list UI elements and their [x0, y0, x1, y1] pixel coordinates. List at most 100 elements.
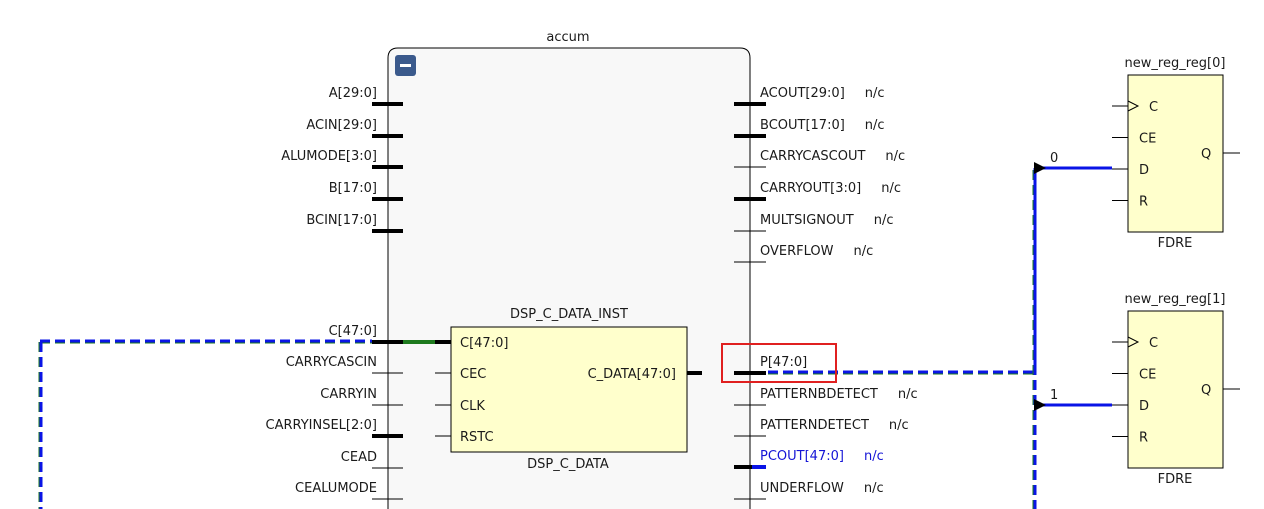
register-pin-d[interactable]: D [1112, 399, 1149, 414]
dsp-input-c-47-0[interactable]: C[47:0] [435, 336, 508, 351]
accum-output-pcout-47-0[interactable]: PCOUT[47:0] n/c [734, 449, 884, 469]
dsp-type-name: DSP_C_DATA [527, 457, 609, 472]
accum-input-c-47-0[interactable]: C[47:0] [329, 324, 403, 344]
register-pin-r[interactable]: R [1112, 431, 1148, 446]
accum-input-cealumode[interactable]: CEALUMODE [295, 481, 403, 500]
no-connect-label: n/c [889, 418, 909, 433]
pin-label: ALUMODE[3:0] [281, 149, 377, 164]
accum-input-b-17-0[interactable]: B[17:0] [329, 181, 403, 201]
accum-input-bcin-17-0[interactable]: BCIN[17:0] [306, 213, 403, 233]
no-connect-label: n/c [854, 244, 874, 259]
pin-label: UNDERFLOW [760, 481, 844, 496]
bus-ripper-0-icon [1034, 162, 1046, 174]
pin-label: C [1149, 100, 1158, 115]
no-connect-label: n/c [864, 449, 884, 464]
accum-input-carryin[interactable]: CARRYIN [320, 387, 403, 406]
register-0[interactable]: new_reg_reg[0] FDRE C CE D R Q [1112, 56, 1240, 251]
pin-label: CEAD [341, 450, 377, 465]
register-body[interactable] [1127, 310, 1224, 469]
pin-label: CE [1139, 132, 1156, 147]
accum-output-carryout-3-0[interactable]: CARRYOUT[3:0] n/c [734, 181, 901, 201]
pin-label: R [1139, 195, 1148, 210]
pin-label: ACOUT[29:0] [760, 86, 845, 101]
dsp-c-data-block[interactable]: DSP_C_DATA_INST DSP_C_DATA C[47:0] CEC CLK… [435, 307, 702, 472]
pin-label: B[17:0] [329, 181, 377, 196]
pin-label: OVERFLOW [760, 244, 834, 259]
pin-label: CEC [460, 367, 486, 382]
pin-label: PCOUT[47:0] [760, 449, 844, 464]
pin-label: CARRYCASCIN [286, 355, 377, 370]
accum-output-pins: ACOUT[29:0]n/cBCOUT[17:0]n/cCARRYCASCOUT… [734, 86, 918, 500]
register-pin-c[interactable]: C [1112, 336, 1158, 351]
pin-label: CE [1139, 368, 1156, 383]
selection-highlight-box [721, 343, 837, 383]
register-pin-d[interactable]: D [1112, 163, 1149, 178]
net-c[interactable] [38, 339, 435, 509]
accum-input-acin-29-0[interactable]: ACIN[29:0] [306, 118, 403, 138]
pin-label: PATTERNDETECT [760, 418, 869, 433]
accum-output-p-47-0[interactable]: P[47:0] [734, 355, 807, 375]
pin-label: RSTC [460, 430, 494, 445]
register-type-name: FDRE [1158, 236, 1193, 251]
accum-output-acout-29-0[interactable]: ACOUT[29:0]n/c [734, 86, 885, 106]
pin-label: Q [1201, 147, 1211, 162]
dsp-input-cec[interactable]: CEC [435, 367, 486, 382]
register-pin-q[interactable]: Q [1201, 383, 1240, 398]
register-type-name: FDRE [1158, 472, 1193, 487]
accum-input-alumode-3-0[interactable]: ALUMODE[3:0] [281, 149, 403, 169]
accum-input-carryinsel-2-0[interactable]: CARRYINSEL[2:0] [266, 418, 403, 438]
pin-label: CARRYINSEL[2:0] [266, 418, 377, 433]
pin-label: D [1139, 399, 1149, 414]
accum-input-cead[interactable]: CEAD [341, 450, 403, 469]
pin-label: C[47:0] [460, 336, 508, 351]
pin-label: PATTERNBDETECT [760, 387, 878, 402]
pin-label: CARRYOUT[3:0] [760, 181, 861, 196]
accum-output-patternbdetect[interactable]: PATTERNBDETECT n/c [734, 387, 918, 406]
clock-triangle-icon [1127, 336, 1140, 348]
no-connect-label: n/c [898, 387, 918, 402]
pin-label: R [1139, 431, 1148, 446]
pin-label: BCIN[17:0] [306, 213, 377, 228]
net-p[interactable]: 0 1 [768, 151, 1112, 509]
accum-input-carrycascin[interactable]: CARRYCASCIN [286, 355, 403, 374]
register-instance-name: new_reg_reg[0] [1125, 56, 1226, 71]
accum-output-bcout-17-0[interactable]: BCOUT[17:0] n/c [734, 118, 885, 138]
accum-output-patterndetect[interactable]: PATTERNDETECT n/c [734, 418, 909, 437]
no-connect-label: n/c [881, 181, 901, 196]
register-pin-r[interactable]: R [1112, 195, 1148, 210]
accum-output-multsignout[interactable]: MULTSIGNOUT n/c [734, 213, 894, 232]
no-connect-label: n/c [865, 118, 885, 133]
pin-label: ACIN[29:0] [306, 118, 377, 133]
pin-label: CLK [460, 399, 485, 414]
register-body[interactable] [1127, 74, 1224, 233]
minus-glyph [400, 64, 411, 67]
pin-label: CARRYIN [320, 387, 377, 402]
bus-ripper-1-icon [1034, 399, 1046, 411]
pin-label: BCOUT[17:0] [760, 118, 845, 133]
accum-input-pins: A[29:0] ACIN[29:0] ALUMODE[3:0] B[17:0] BCIN… [266, 86, 403, 500]
dsp-input-rstc[interactable]: RSTC [435, 430, 494, 445]
bit-label-0: 0 [1050, 151, 1058, 166]
pin-label: A[29:0] [329, 86, 377, 101]
pin-label: Q [1201, 383, 1211, 398]
pin-label: C[47:0] [329, 324, 377, 339]
register-pin-c[interactable]: C [1112, 100, 1158, 115]
dsp-input-clk[interactable]: CLK [435, 399, 485, 414]
pin-label: MULTSIGNOUT [760, 213, 854, 228]
pin-label: D [1139, 163, 1149, 178]
collapse-button[interactable] [395, 55, 416, 76]
pin-label: C [1149, 336, 1158, 351]
accum-input-a-29-0[interactable]: A[29:0] [329, 86, 403, 106]
register-pin-ce[interactable]: CE [1112, 368, 1156, 383]
dsp-instance-name: DSP_C_DATA_INST [510, 307, 628, 322]
register-pin-q[interactable]: Q [1201, 147, 1240, 162]
no-connect-label: n/c [874, 213, 894, 228]
accum-output-overflow[interactable]: OVERFLOW n/c [734, 244, 874, 263]
no-connect-label: n/c [864, 481, 884, 496]
accum-output-underflow[interactable]: UNDERFLOW n/c [734, 481, 884, 500]
register-pin-ce[interactable]: CE [1112, 132, 1156, 147]
accum-title: accum [546, 30, 589, 45]
